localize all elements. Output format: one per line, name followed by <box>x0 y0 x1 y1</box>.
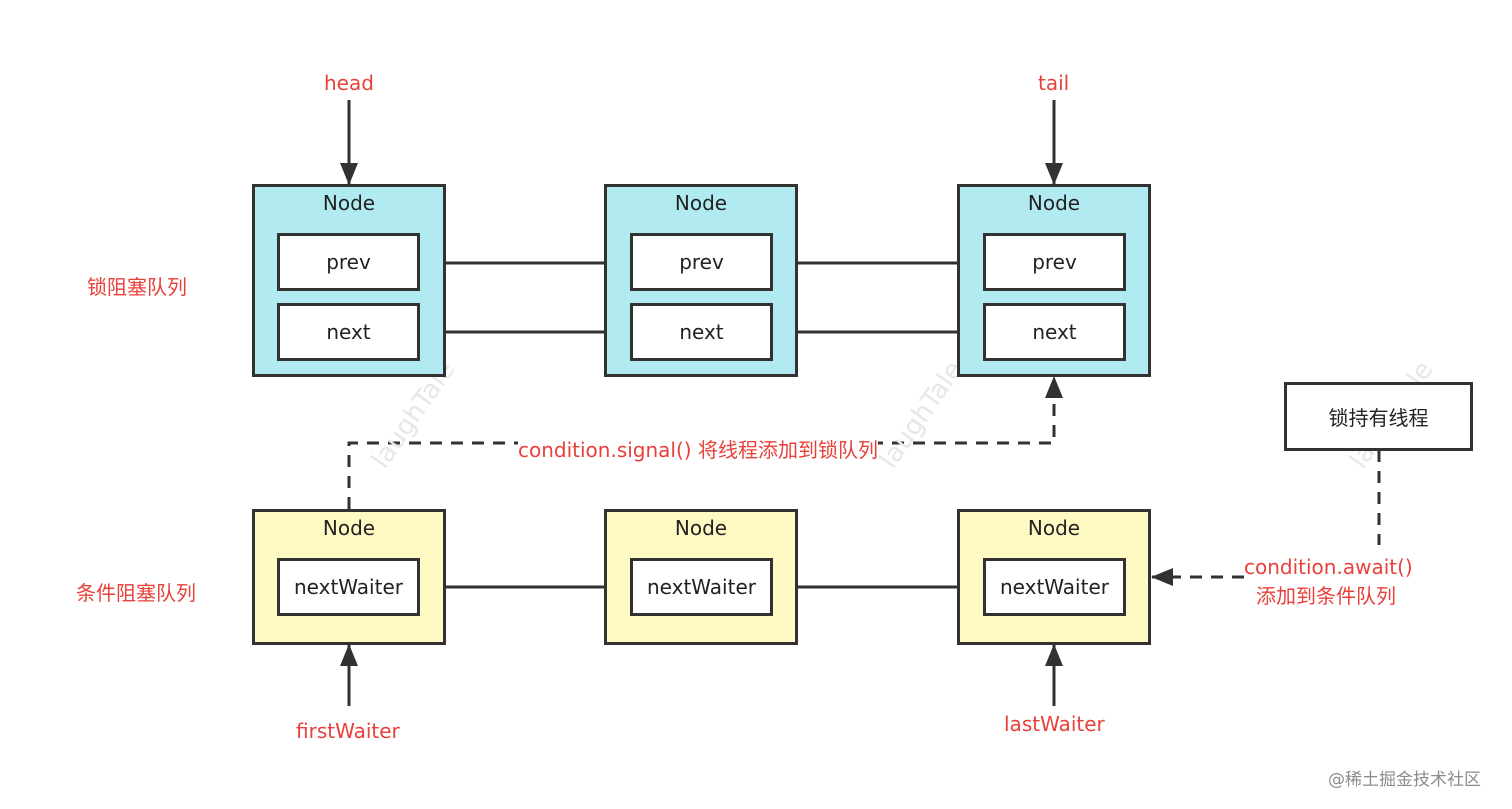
next-field: next <box>983 303 1126 361</box>
node-title: Node <box>1027 516 1081 540</box>
node-title: Node <box>322 191 376 215</box>
prev-field: prev <box>630 233 773 291</box>
signal-dashed-path <box>347 376 1063 509</box>
next-field: next <box>277 303 420 361</box>
await-label-line2: 添加到条件队列 <box>1256 584 1396 608</box>
await-label-line1: condition.await() <box>1244 555 1413 579</box>
node-title: Node <box>674 516 728 540</box>
nextwaiter-field: nextWaiter <box>630 558 773 616</box>
head-label: head <box>324 71 374 95</box>
tail-label: tail <box>1038 71 1070 95</box>
node-title: Node <box>674 191 728 215</box>
prev-field: prev <box>983 233 1126 291</box>
lock-holder-box: 锁持有线程 <box>1284 382 1473 451</box>
signal-label: condition.signal() 将线程添加到锁队列 <box>518 434 878 463</box>
nextwaiter-field: nextWaiter <box>983 558 1126 616</box>
last-waiter-label: lastWaiter <box>1004 712 1105 736</box>
lock-queue-label: 锁阻塞队列 <box>87 275 187 299</box>
prev-field: prev <box>277 233 420 291</box>
first-waiter-label: firstWaiter <box>296 719 400 743</box>
node-title: Node <box>322 516 376 540</box>
condition-queue-label: 条件阻塞队列 <box>76 581 196 605</box>
node-title: Node <box>1027 191 1081 215</box>
credit-watermark: @稀土掘金技术社区 <box>1328 770 1481 790</box>
nextwaiter-field: nextWaiter <box>277 558 420 616</box>
next-field: next <box>630 303 773 361</box>
